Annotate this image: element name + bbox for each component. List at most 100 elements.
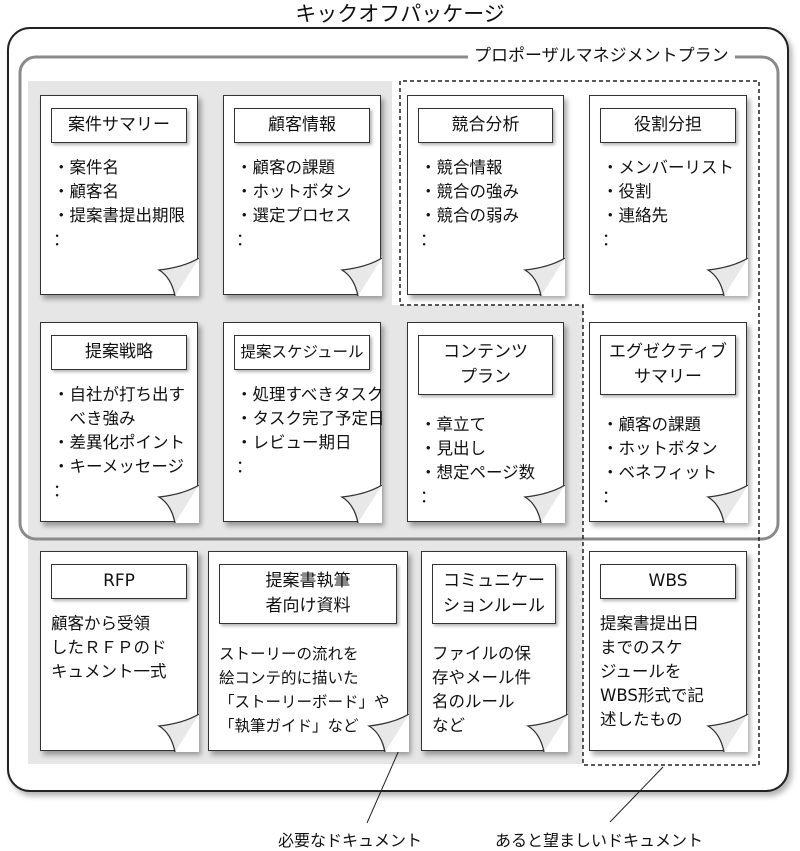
card-body: ・競合情報・競合の強み・競合の弱み ： (420, 156, 555, 252)
card-title-line: サマリー (634, 367, 702, 387)
card-body: 顧客から受領したＲＦＰのドキュメント一式 (51, 612, 189, 684)
page-curl-icon (340, 256, 382, 296)
optional-docs-dashed-region (399, 80, 760, 766)
card-item: ・章立て (420, 415, 486, 434)
card-item: ・ホットボタン (602, 439, 718, 458)
card-item: ・メンバーリスト (602, 158, 734, 177)
page-curl-icon (706, 256, 748, 296)
card-item: ・競合情報 (420, 158, 503, 177)
card-title: 役割分担 (600, 108, 736, 143)
card-title-line: 役割分担 (634, 115, 702, 135)
card-item: ： (236, 230, 253, 249)
card-title: コンテンツプラン (418, 335, 553, 395)
card-title-line: コンテンツ (443, 342, 528, 362)
card-title: 案件サマリー (51, 108, 187, 143)
card-title-line: RFP (103, 571, 135, 591)
card-item: ： (236, 457, 253, 476)
card-item: キュメント一式 (51, 662, 167, 681)
card-item: したＲＦＰのド (51, 638, 167, 657)
card-item: ・顧客の課題 (236, 158, 335, 177)
card-item: ・役割 (602, 182, 652, 201)
card-item: 「執筆ガイド」など (219, 717, 359, 735)
required-leader-line (366, 740, 404, 824)
optional-docs-label: あると望ましいドキュメント (495, 831, 704, 850)
card-item: ・差異化ポイント (53, 433, 185, 452)
card-title-line: 者向け資料 (265, 596, 351, 616)
card-title: 競合分析 (418, 108, 553, 143)
card-item: ： (420, 487, 437, 506)
proposal-plan-frame (18, 55, 780, 541)
document-card: 顧客情報・顧客の課題・ホットボタン・選定プロセス ： (223, 95, 382, 296)
card-item: べき強み (53, 409, 136, 428)
card-title-line: コミュニケー (443, 571, 545, 591)
page-curl-icon (157, 483, 199, 523)
card-item: ・競合の弱み (420, 206, 519, 225)
card-title-line: プラン (460, 367, 511, 387)
document-card: エグゼクティブサマリー・顧客の課題・ホットボタン・ベネフィット ： (589, 322, 748, 523)
card-item: ： (53, 481, 70, 500)
card-item: ・競合の強み (420, 182, 519, 201)
document-card: コミュニケーションルールファイルの保存やメール件名のルールなど (421, 551, 568, 752)
required-docs-label: 必要なドキュメント (278, 831, 423, 850)
card-item: ・案件名 (53, 158, 119, 177)
card-item: ・ホットボタン (236, 182, 352, 201)
document-card: 提案戦略・自社が打ち出す べき強み・差異化ポイント・キーメッセージ： (40, 322, 199, 523)
page-curl-icon (367, 712, 409, 752)
card-title-line: 案件サマリー (68, 115, 170, 135)
card-item: 存やメール件 (432, 668, 531, 687)
page-curl-icon (340, 483, 382, 523)
card-title-line: 提案書執筆 (265, 571, 351, 591)
card-body: ストーリーの流れを絵コンテ的に描いた「ストーリーボード」や「執筆ガイド」など (219, 642, 399, 738)
card-body: ・章立て・見出し・想定ページ数 ： (420, 413, 555, 509)
card-item: ・連絡先 (602, 206, 668, 225)
card-title-line: 競合分析 (451, 115, 520, 135)
diagram-title: キックオフパッケージ (295, 2, 505, 26)
card-title: エグゼクティブサマリー (600, 335, 736, 395)
card-body: ・処理すべきタスク・タスク完了予定日・レビュー期日： (236, 383, 385, 479)
card-item: ・想定ページ数 (420, 463, 536, 482)
document-card: 役割分担・メンバーリスト・役割・連絡先： (589, 95, 748, 296)
card-title-line: 顧客情報 (268, 115, 336, 135)
proposal-plan-label: プロポーザルマネジメントプラン (468, 44, 735, 68)
card-item: ファイルの保 (432, 644, 531, 663)
card-item: ： (420, 230, 437, 249)
card-item: ・選定プロセス (236, 206, 352, 225)
card-item: ： (602, 487, 619, 506)
card-item: WBS形式で記 (600, 686, 704, 705)
card-item: ・ベネフィット (602, 463, 718, 482)
card-body: ・顧客の課題・ホットボタン・ベネフィット ： (602, 413, 738, 509)
page-curl-icon (706, 712, 748, 752)
card-item: ・キーメッセージ (53, 457, 185, 476)
card-body: ・自社が打ち出す べき強み・差異化ポイント・キーメッセージ： (53, 383, 189, 503)
card-item: ・レビュー期日 (236, 433, 352, 452)
document-card: RFP 顧客から受領したＲＦＰのドキュメント一式 (40, 551, 199, 752)
card-title: 提案スケジュール (234, 335, 370, 370)
card-title: 提案戦略 (51, 335, 187, 370)
card-item: 顧客から受領 (51, 614, 150, 633)
document-card: 競合分析・競合情報・競合の強み・競合の弱み ： (407, 95, 565, 296)
page-curl-icon (157, 712, 199, 752)
card-title: RFP (51, 564, 187, 599)
page-curl-icon (157, 256, 199, 296)
card-item: 名のルール (432, 692, 515, 711)
card-item: ・顧客名 (53, 182, 119, 201)
card-item: 提案書提出日 (600, 614, 699, 633)
card-body: ・案件名・顧客名・提案書提出期限： (53, 156, 189, 252)
card-title: 提案書執筆者向け資料 (219, 564, 397, 624)
card-item: 絵コンテ的に描いた (219, 669, 359, 687)
page-curl-icon (523, 256, 565, 296)
card-item: ・顧客の課題 (602, 415, 701, 434)
card-title: 顧客情報 (234, 108, 370, 143)
card-item: ・タスク完了予定日 (236, 409, 385, 428)
document-card: 提案書執筆者向け資料ストーリーの流れを絵コンテ的に描いた「ストーリーボード」や「… (208, 551, 409, 752)
page-curl-icon (526, 712, 568, 752)
card-title-line: エグゼクティブ (609, 342, 727, 362)
card-title: WBS (600, 564, 736, 599)
card-body: ・顧客の課題・ホットボタン・選定プロセス ： (236, 156, 372, 252)
card-title-line: 提案スケジュール (240, 343, 364, 361)
document-card: コンテンツプラン・章立て・見出し・想定ページ数 ： (407, 322, 565, 523)
card-item: ・見出し (420, 439, 486, 458)
